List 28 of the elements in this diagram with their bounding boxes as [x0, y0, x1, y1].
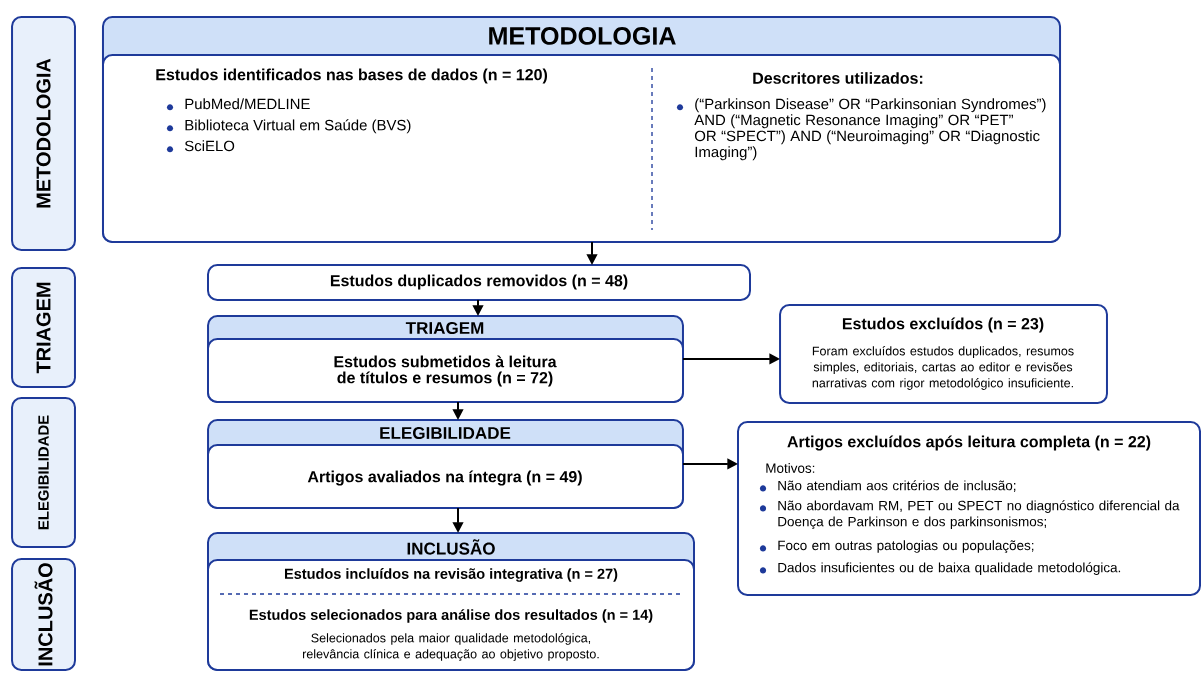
bullet-item: SciELO	[166, 140, 235, 153]
box-text: Estudos duplicados removidos (n = 48)	[330, 274, 628, 290]
box-text: Estudos selecionados para análise dos resultados (n = 14)	[249, 609, 653, 623]
box-text: Selecionados pela maior qualidade metodológica, relevância clínica e adequação ao objetivo proposto.	[303, 633, 599, 661]
box-text: Motivos:	[766, 463, 815, 473]
stage-label: TRIAGEM	[36, 282, 51, 374]
stage-label: METODOLOGIA	[36, 58, 51, 208]
bullet-item: Biblioteca Virtual em Saúde (BVS)	[166, 119, 411, 134]
bullet-item: PubMed/MEDLINE	[166, 98, 310, 111]
bullet-item: Não atendiam aos critérios de inclusão;	[759, 480, 1016, 492]
box-heading: Artigos excluídos após leitura completa (n = 22)	[787, 435, 1151, 451]
box-text: Estudos incluídos na revisão integrativa (n = 27)	[285, 568, 618, 582]
box-heading: Estudos excluídos (n = 23)	[842, 317, 1044, 333]
section-title: METODOLOGIA	[489, 27, 676, 45]
bullet-item: Não abordavam RM, PET ou SPECT no diagnóstico diferencial da Doença de Parkinson e dos parkinsonismos;	[759, 500, 1180, 529]
stage-label: ELEGIBILIDADE	[38, 415, 49, 530]
box-text: Artigos avaliados na íntegra (n = 49)	[307, 470, 582, 486]
box-text: Foram excluídos estudos duplicados, resumos simples, editoriais, cartas ao editor e revisões narrativas com rigor metodológico insuficiente.	[812, 346, 1074, 390]
bullet-item: (“Parkinson Disease” OR “Parkinsonian Syndromes”) AND (“Magnetic Resonance Imaging” OR “PET” OR “SPECT”) AND (“Neuroimaging” OR “Diagnostic Imaging”)	[676, 98, 1046, 161]
section-title: TRIAGEM	[405, 321, 484, 335]
box-text: Estudos submetidos à leitura de títulos e resumos (n = 72)	[334, 355, 557, 387]
bullet-item: Dados insuficientes ou de baixa qualidade metodológica.	[759, 562, 1121, 575]
box-heading: Estudos identificados nas bases de dados (n = 120)	[156, 68, 547, 84]
bullet-item: Foco em outras patologias ou populações;	[759, 540, 1034, 553]
section-title: ELEGIBILIDADE	[380, 426, 511, 440]
box-heading: Descritores utilizados:	[753, 72, 923, 84]
section-title: INCLUSÃO	[407, 539, 495, 555]
stage-label: INCLUSÃO	[34, 563, 53, 666]
